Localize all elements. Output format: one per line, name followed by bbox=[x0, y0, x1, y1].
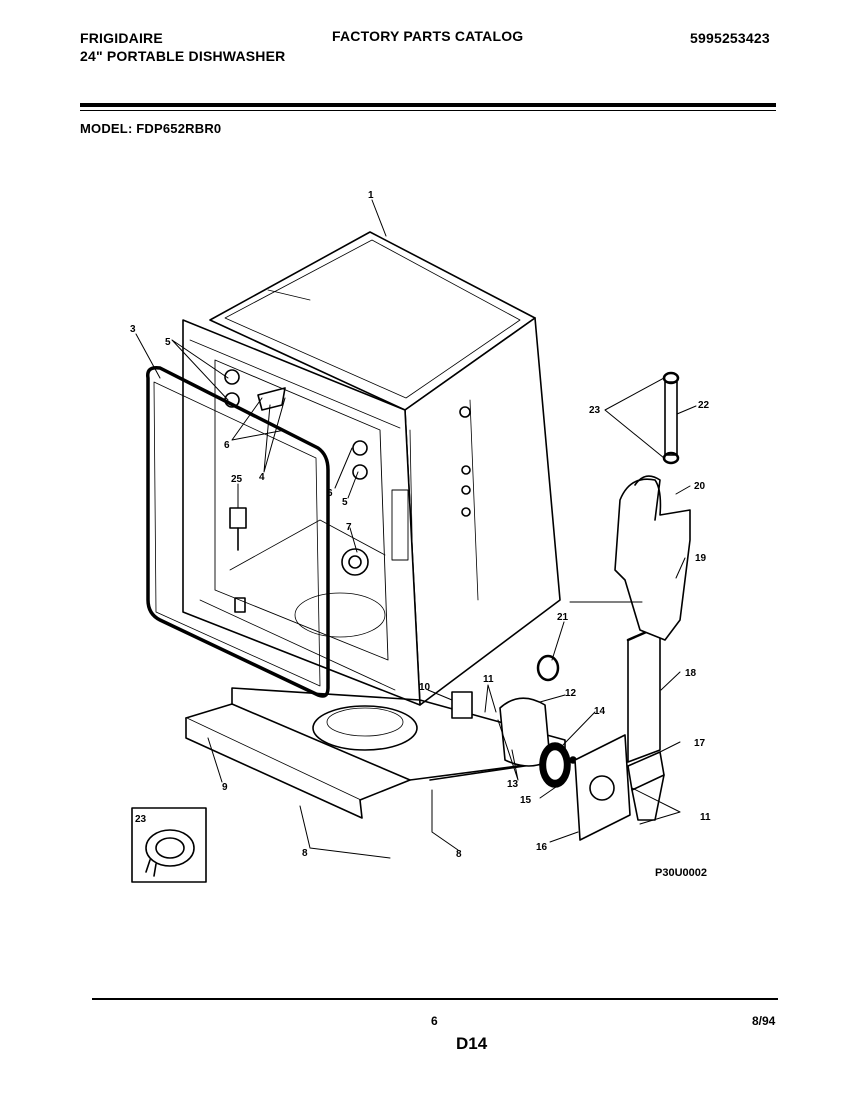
header-rule-thin bbox=[80, 110, 776, 111]
product-description: 24" PORTABLE DISHWASHER bbox=[80, 48, 286, 64]
svg-text:7: 7 bbox=[346, 522, 352, 533]
svg-text:8: 8 bbox=[456, 849, 462, 860]
svg-text:5: 5 bbox=[342, 497, 348, 508]
svg-text:15: 15 bbox=[520, 795, 532, 806]
svg-text:5: 5 bbox=[165, 337, 171, 348]
clamp-inset-box bbox=[131, 807, 207, 883]
svg-text:6: 6 bbox=[327, 488, 333, 499]
catalog-number: 5995253423 bbox=[690, 30, 770, 46]
svg-text:4: 4 bbox=[259, 472, 265, 483]
header-rule-thick bbox=[80, 103, 776, 107]
section-code: D14 bbox=[456, 1034, 488, 1053]
svg-text:16: 16 bbox=[536, 842, 548, 853]
svg-text:21: 21 bbox=[557, 612, 569, 623]
svg-text:3: 3 bbox=[130, 324, 136, 335]
tub-assembly bbox=[182, 231, 561, 751]
svg-text:18: 18 bbox=[685, 668, 697, 679]
svg-text:10: 10 bbox=[419, 682, 431, 693]
page-number: 6 bbox=[431, 1014, 438, 1028]
catalog-title: FACTORY PARTS CATALOG bbox=[332, 28, 524, 44]
callout-leaders bbox=[135, 199, 697, 859]
svg-text:25: 25 bbox=[231, 474, 243, 485]
svg-text:23: 23 bbox=[135, 814, 147, 825]
tub-small-parts bbox=[224, 369, 369, 613]
svg-text:11: 11 bbox=[700, 812, 711, 823]
svg-text:1: 1 bbox=[368, 190, 374, 201]
svg-text:20: 20 bbox=[694, 481, 706, 492]
hose-with-clamps bbox=[662, 371, 680, 465]
svg-text:9: 9 bbox=[222, 782, 228, 793]
mounting-plate bbox=[574, 734, 631, 841]
print-date: 8/94 bbox=[752, 1014, 776, 1028]
svg-text:23: 23 bbox=[589, 405, 601, 416]
svg-text:11: 11 bbox=[483, 674, 494, 685]
pump-motor-parts bbox=[451, 654, 577, 788]
svg-text:22: 22 bbox=[698, 400, 710, 411]
svg-text:8: 8 bbox=[302, 848, 308, 859]
brand-name: FRIGIDAIRE bbox=[80, 30, 163, 46]
vent-duct-parts bbox=[614, 475, 691, 821]
svg-text:17: 17 bbox=[694, 738, 706, 749]
callout-labels: 1 3 5 6 4 6 5 7 25 10 11 12 14 13 15 16 … bbox=[130, 190, 711, 860]
figure-code: P30U0002 bbox=[655, 867, 707, 879]
svg-text:6: 6 bbox=[224, 440, 230, 451]
footer-rule bbox=[92, 998, 778, 1000]
svg-text:19: 19 bbox=[695, 553, 707, 564]
model-line: MODEL: FDP652RBR0 bbox=[80, 121, 222, 136]
svg-text:14: 14 bbox=[594, 706, 606, 717]
svg-text:13: 13 bbox=[507, 779, 519, 790]
svg-text:12: 12 bbox=[565, 688, 577, 699]
